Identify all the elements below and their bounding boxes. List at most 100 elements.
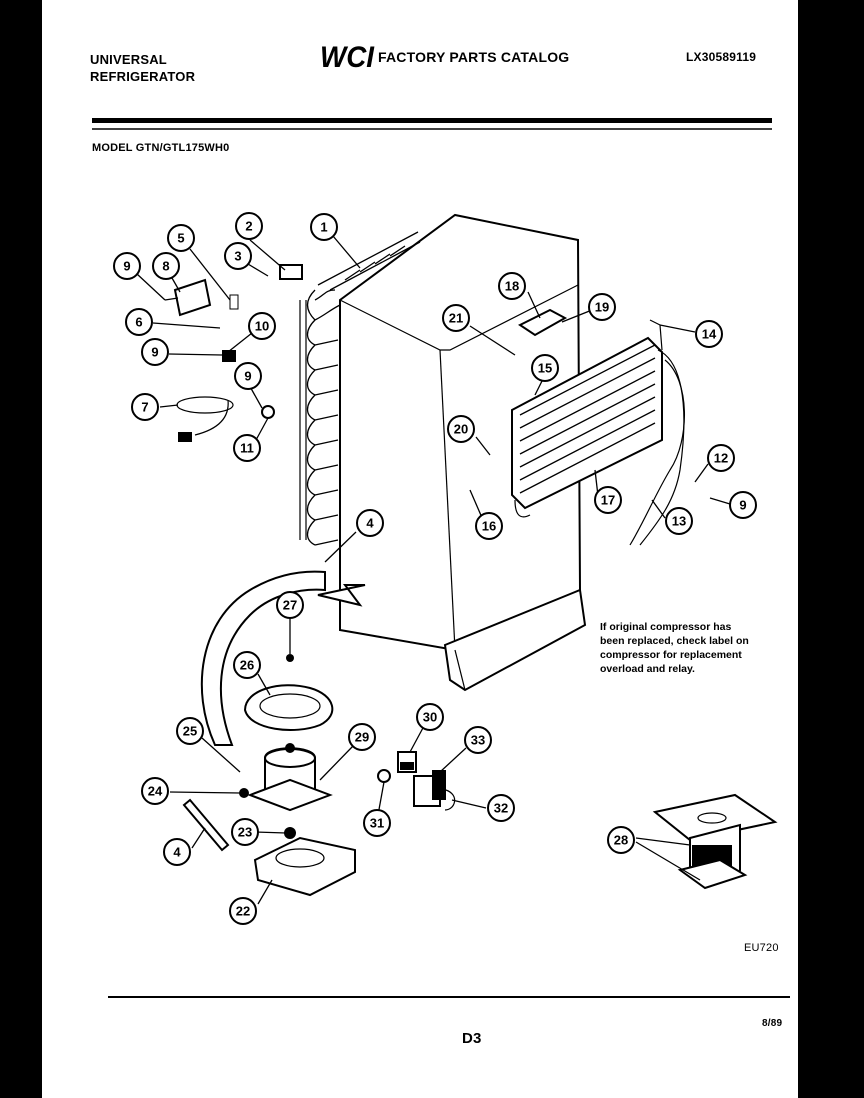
evaporator — [511, 319, 685, 546]
callout-13: 13 — [665, 507, 693, 535]
svg-text:5: 5 — [177, 231, 184, 246]
svg-text:27: 27 — [283, 598, 297, 613]
catalog-number: LX30589119 — [686, 50, 757, 64]
brand-line-2: REFRIGERATOR — [90, 69, 196, 84]
svg-text:32: 32 — [494, 801, 508, 816]
callout-29: 29 — [348, 723, 376, 751]
svg-text:9: 9 — [244, 369, 251, 384]
svg-text:23: 23 — [238, 825, 252, 840]
callout-21: 21 — [442, 304, 470, 332]
callout-9b: 9 — [141, 338, 169, 366]
leader-lines — [136, 235, 731, 905]
drain-tube — [182, 798, 230, 852]
callout-7: 7 — [131, 393, 159, 421]
svg-text:13: 13 — [672, 514, 686, 529]
svg-text:4: 4 — [173, 845, 181, 860]
callout-5: 5 — [167, 224, 195, 252]
svg-text:12: 12 — [714, 451, 728, 466]
callout-1: 1 — [310, 213, 338, 241]
note-line: If original compressor has — [600, 621, 732, 633]
svg-text:29: 29 — [355, 730, 369, 745]
catalog-title: FACTORY PARTS CATALOG — [378, 49, 570, 65]
svg-text:25: 25 — [183, 724, 197, 739]
relay — [397, 751, 417, 773]
svg-text:21: 21 — [449, 311, 463, 326]
svg-text:15: 15 — [538, 361, 552, 376]
svg-text:6: 6 — [135, 315, 142, 330]
callout-2: 2 — [235, 212, 263, 240]
washer — [239, 788, 249, 798]
svg-text:18: 18 — [505, 279, 519, 294]
svg-text:9: 9 — [123, 259, 130, 274]
svg-text:20: 20 — [454, 422, 468, 437]
callout-12: 12 — [707, 444, 735, 472]
grommet — [377, 769, 391, 783]
replacement-compressor — [652, 793, 778, 890]
callout-3: 3 — [224, 242, 252, 270]
svg-text:10: 10 — [255, 319, 269, 334]
callout-19: 19 — [588, 293, 616, 321]
callout-22: 22 — [229, 897, 257, 925]
svg-text:16: 16 — [482, 519, 496, 534]
callout-30: 30 — [416, 703, 444, 731]
note-line: compressor for replacement — [600, 649, 742, 661]
svg-text:26: 26 — [240, 658, 254, 673]
svg-text:4: 4 — [366, 516, 374, 531]
discharge-tube — [200, 570, 366, 746]
svg-text:11: 11 — [240, 441, 254, 456]
callout-4b: 4 — [163, 838, 191, 866]
overload — [413, 770, 456, 811]
svg-text:1: 1 — [320, 220, 327, 235]
svg-text:3: 3 — [234, 249, 241, 264]
svg-text:9: 9 — [151, 345, 158, 360]
pad-26 — [243, 684, 334, 731]
svg-text:14: 14 — [702, 327, 717, 342]
callout-8: 8 — [152, 252, 180, 280]
svg-text:30: 30 — [423, 710, 437, 725]
svg-text:9: 9 — [739, 498, 746, 513]
spacer — [286, 654, 294, 662]
wci-logo: WCI — [320, 41, 375, 71]
grommet-23 — [284, 827, 296, 839]
callout-10: 10 — [248, 312, 276, 340]
compressor-base — [253, 836, 356, 897]
callout-27: 27 — [276, 591, 304, 619]
callout-33: 33 — [464, 726, 492, 754]
brand-line-1: UNIVERSAL — [90, 52, 167, 67]
relay-bracket-parts — [164, 264, 303, 419]
callout-6: 6 — [125, 308, 153, 336]
binder-hole — [807, 543, 837, 573]
callout-32: 32 — [487, 794, 515, 822]
callout-23: 23 — [231, 818, 259, 846]
svg-text:7: 7 — [141, 400, 148, 415]
condenser-coil — [299, 231, 421, 546]
callout-17: 17 — [594, 486, 622, 514]
callout-9c: 9 — [234, 362, 262, 390]
binder-hole — [802, 134, 830, 162]
svg-text:31: 31 — [370, 816, 384, 831]
callout-11: 11 — [233, 434, 261, 462]
suction-tube — [629, 359, 685, 546]
header-rule — [92, 118, 772, 123]
svg-text:19: 19 — [595, 300, 609, 315]
drawing-number: EU720 — [744, 942, 779, 954]
svg-text:28: 28 — [614, 833, 628, 848]
svg-text:8: 8 — [162, 259, 169, 274]
callout-20: 20 — [447, 415, 475, 443]
page-number: D3 — [462, 1030, 482, 1047]
callout-15: 15 — [531, 354, 559, 382]
callout-18: 18 — [498, 272, 526, 300]
svg-text:24: 24 — [148, 784, 163, 799]
callout-31: 31 — [363, 809, 391, 837]
callout-26: 26 — [233, 651, 261, 679]
note-line: been replaced, check label on — [600, 635, 749, 647]
note-line: overload and relay. — [600, 663, 695, 675]
svg-text:33: 33 — [471, 733, 485, 748]
callout-24: 24 — [141, 777, 169, 805]
svg-text:2: 2 — [245, 219, 252, 234]
callout-28: 28 — [607, 826, 635, 854]
callout-9a: 9 — [113, 252, 141, 280]
evaporator-bracket — [518, 308, 568, 337]
